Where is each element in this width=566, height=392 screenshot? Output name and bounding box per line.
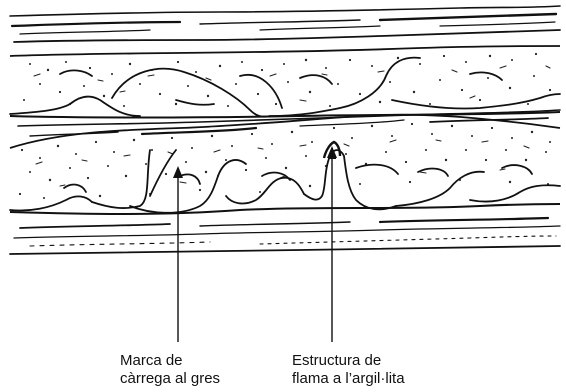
flame-structure-caption-line-1: Estructura de xyxy=(292,352,405,370)
lower-clay-laminae xyxy=(10,218,560,254)
load-cast-caption-line-2: càrrega al gres xyxy=(120,370,220,388)
load-cast-caption-line-1: Marca de xyxy=(120,352,220,370)
flame-structure-caption: Estructura de flama a l’argil·lita xyxy=(292,352,405,388)
arrowhead-load-cast xyxy=(173,166,183,178)
flame-structure-caption-line-2: flama a l’argil·lita xyxy=(292,370,405,388)
load-cast-caption: Marca de càrrega al gres xyxy=(120,352,220,388)
leader-lines xyxy=(178,154,332,342)
upper-clay-laminae xyxy=(10,6,560,42)
upper-sandstone-layer xyxy=(10,46,560,118)
arrowheads xyxy=(173,146,337,178)
main-sandstone-bed xyxy=(10,115,560,214)
